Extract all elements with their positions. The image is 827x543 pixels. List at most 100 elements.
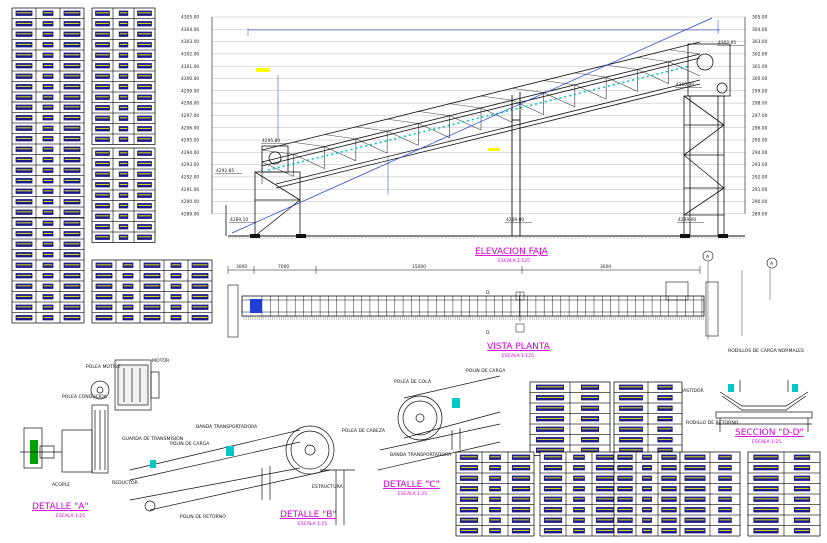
label-polin-de-retorno: POLIN DE RETORNO bbox=[180, 514, 226, 520]
spec-tables-left bbox=[11, 7, 213, 324]
label-motor: MOTOR bbox=[152, 358, 170, 364]
label-polin-de-carga: POLIN DE CARGA bbox=[170, 441, 210, 447]
section-d-d-scale: ESCALA 1:25 bbox=[752, 439, 781, 445]
spec-table bbox=[455, 451, 535, 537]
spec-table bbox=[539, 451, 619, 537]
elevation-levels-left: 4305.004304.004303.004302.004301.004300.… bbox=[181, 15, 199, 218]
plan-dim-1: 3000 bbox=[236, 264, 247, 270]
level-label-right: 290.00 bbox=[752, 199, 768, 205]
elevation-tag: 4289.10 bbox=[230, 217, 248, 223]
section-d-d-labels: RODILLOS DE CARGA NORMALES BASTIDOR RODI… bbox=[680, 348, 804, 445]
label-polea-de-cabeza: POLEA DE CABEZA bbox=[342, 428, 386, 434]
level-label-right: 292.00 bbox=[752, 175, 768, 181]
level-label-right: 298.00 bbox=[752, 101, 768, 107]
conveyor-truss bbox=[261, 41, 701, 189]
center-support bbox=[506, 92, 526, 237]
elevation-tag: 4302.95 bbox=[718, 40, 736, 46]
level-label-left: 4300.00 bbox=[181, 76, 199, 82]
plan-dim-4: 3000 bbox=[600, 264, 611, 270]
detail-b-title: DETALLE "B" bbox=[280, 510, 337, 520]
elevation-tag: 4300.90 bbox=[676, 82, 694, 88]
section-mark-a-1: A bbox=[706, 254, 710, 260]
spec-table bbox=[747, 451, 821, 537]
label-estructura: ESTRUCTURA bbox=[312, 484, 344, 490]
detail-b-labels: BANDA TRANSPORTADORA POLIN DE CARGA POLE… bbox=[170, 424, 386, 527]
tail-structure bbox=[225, 145, 301, 237]
label-polin-de-carga-c: POLIN DE CARGA bbox=[466, 368, 506, 374]
spec-table bbox=[91, 147, 156, 243]
plan-idler-rows bbox=[243, 296, 704, 320]
detail-b bbox=[129, 425, 355, 525]
plan-belt-outline bbox=[241, 295, 705, 317]
level-label-right: 304.00 bbox=[752, 27, 768, 33]
detail-a-title: DETALLE "A" bbox=[32, 502, 89, 512]
spec-table bbox=[91, 259, 213, 324]
section-d-d bbox=[715, 380, 813, 432]
section-mark-d-bottom: D bbox=[486, 330, 490, 336]
level-label-left: 4292.00 bbox=[181, 175, 199, 181]
spec-table bbox=[91, 7, 156, 145]
elevation-view: 4305.004304.004303.004302.004301.004300.… bbox=[181, 15, 768, 264]
spec-table bbox=[613, 381, 683, 456]
level-label-left: 4303.00 bbox=[181, 39, 199, 45]
level-label-left: 4295.00 bbox=[181, 138, 199, 144]
spec-tables-bottom bbox=[455, 381, 821, 537]
detail-c-labels: POLEA DE COLA POLIN DE CARGA BANDA TRANS… bbox=[383, 368, 506, 497]
elevation-tag: 4292.85 bbox=[216, 168, 234, 174]
level-label-left: 4298.00 bbox=[181, 101, 199, 107]
detail-a-scale: ESCALA 1:25 bbox=[56, 513, 85, 519]
level-label-right: 296.00 bbox=[752, 125, 768, 131]
label-rodillo-de-retorno: RODILLO DE RETORNO bbox=[686, 420, 739, 426]
level-label-left: 4296.00 bbox=[181, 125, 199, 131]
elevation-scale: ESCALA 1:125 bbox=[498, 258, 530, 264]
elevation-levels-right: 305.00304.00303.00302.00301.00300.00299.… bbox=[752, 15, 768, 218]
level-label-right: 291.00 bbox=[752, 187, 768, 193]
elevation-tag: 4289.00 bbox=[678, 217, 696, 223]
plan-title: VISTA PLANTA bbox=[487, 342, 551, 352]
reference-slope-line bbox=[231, 17, 713, 234]
elevation-title: ELEVACION FAJA bbox=[475, 247, 549, 257]
label-bastidor: BASTIDOR bbox=[680, 388, 705, 394]
label-polea-conducida: POLEA CONDUCIDA bbox=[62, 394, 108, 400]
level-label-left: 4305.00 bbox=[181, 15, 199, 21]
level-label-right: 305.00 bbox=[752, 15, 768, 21]
spec-table bbox=[529, 381, 611, 456]
section-mark-a-2: A bbox=[770, 261, 774, 267]
plan-dim-2: 7000 bbox=[278, 264, 289, 270]
plan-scale: ESCALA 1:125 bbox=[502, 353, 534, 359]
plan-dim-3: 15000 bbox=[412, 264, 426, 270]
spec-table bbox=[11, 7, 85, 103]
level-label-right: 300.00 bbox=[752, 76, 768, 82]
section-d-d-title: SECCION "D-D" bbox=[735, 428, 804, 438]
detail-c-scale: ESCALA 1:25 bbox=[398, 491, 427, 497]
level-label-left: 4289.00 bbox=[181, 211, 199, 217]
label-banda-transportadora-c: BANDA TRANSPORTADORA bbox=[390, 452, 452, 458]
level-label-left: 4293.00 bbox=[181, 162, 199, 168]
detail-b-scale: ESCALA 1:25 bbox=[298, 521, 327, 527]
head-tower bbox=[683, 43, 731, 237]
level-label-left: 4297.00 bbox=[181, 113, 199, 119]
label-rodillos-de-carga: RODILLOS DE CARGA NORMALES bbox=[728, 348, 804, 354]
level-label-right: 294.00 bbox=[752, 150, 768, 156]
level-label-right: 295.00 bbox=[752, 138, 768, 144]
level-label-right: 297.00 bbox=[752, 113, 768, 119]
spec-table bbox=[679, 451, 741, 537]
detail-c-title: DETALLE "C" bbox=[383, 480, 440, 490]
belt-carrying-rollers bbox=[267, 65, 691, 171]
level-label-right: 302.00 bbox=[752, 52, 768, 58]
label-polea-de-cola: POLEA DE COLA bbox=[394, 379, 432, 385]
plan-view: 3000 7000 15000 3000 D D A A VISTA PLANT… bbox=[227, 250, 778, 359]
level-label-right: 299.00 bbox=[752, 88, 768, 94]
section-mark-d-top: D bbox=[486, 290, 490, 296]
level-label-left: 4290.00 bbox=[181, 199, 199, 205]
level-label-left: 4304.00 bbox=[181, 27, 199, 33]
spec-table bbox=[11, 101, 85, 218]
label-guarda-transmision: GUARDA DE TRANSMISION bbox=[122, 436, 183, 442]
level-label-right: 289.00 bbox=[752, 211, 768, 217]
label-reductor: REDUCTOR bbox=[112, 480, 139, 486]
level-label-left: 4302.00 bbox=[181, 52, 199, 58]
level-label-right: 301.00 bbox=[752, 64, 768, 70]
level-label-left: 4299.00 bbox=[181, 88, 199, 94]
